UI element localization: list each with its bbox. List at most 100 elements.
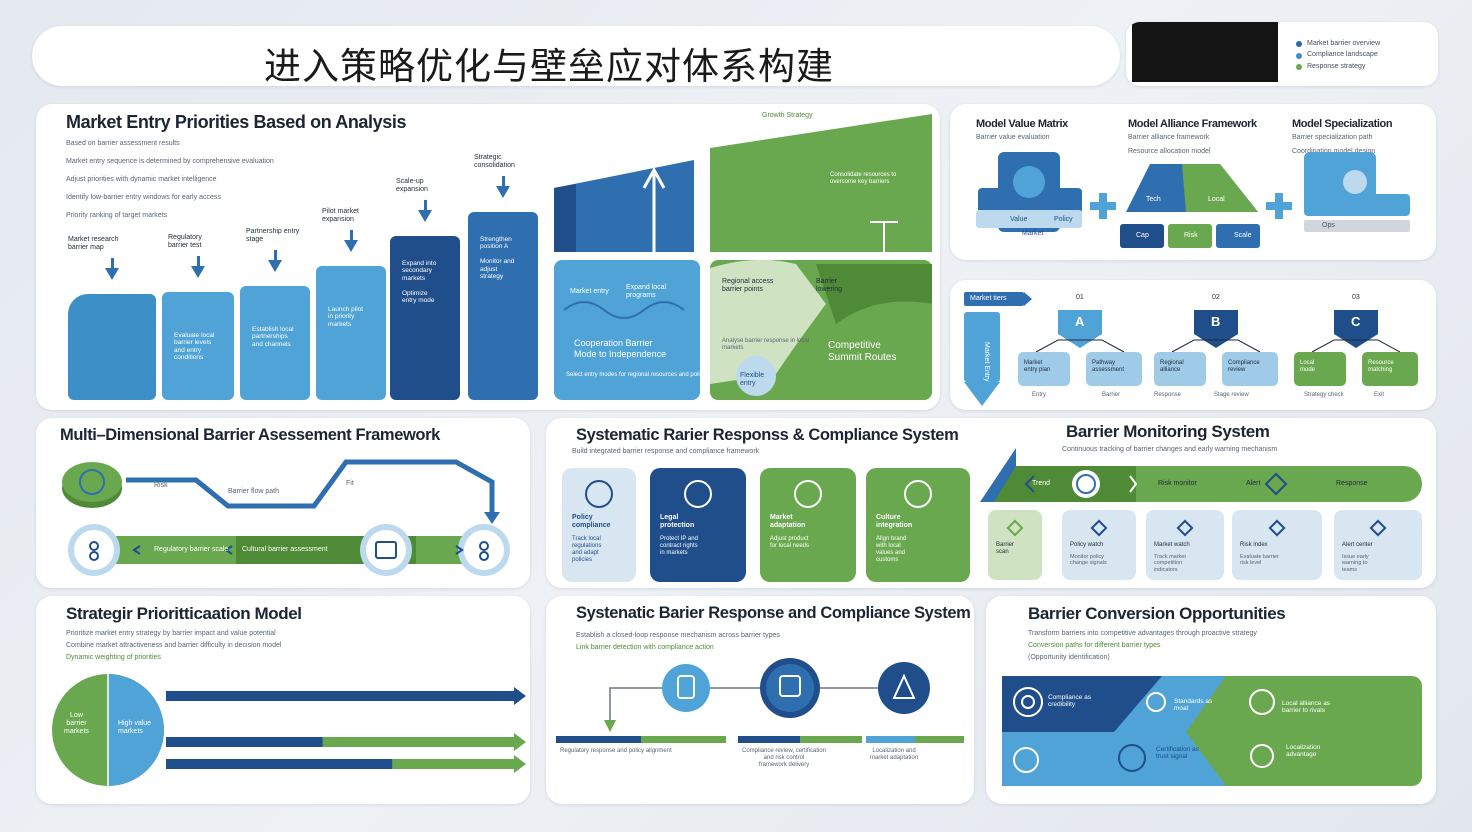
- conversion-graphics: [1002, 676, 1422, 786]
- decision-tag: 01: [1076, 294, 1084, 301]
- response-card-name: Policy compliance: [572, 514, 611, 530]
- decision-footer-label: Exit: [1374, 392, 1385, 398]
- model-header: Model Alliance Framework: [1128, 118, 1257, 130]
- multi-dim-bar-1: Regulatory barrier scale: [154, 546, 229, 553]
- prio-intro-line: Dynamic weighting of priorities: [66, 654, 161, 661]
- model-label: Value: [1010, 216, 1028, 223]
- down-arrow-icon: [344, 240, 358, 252]
- decision-left-label: Regional alliance: [1160, 360, 1184, 373]
- monitoring-graphics: [980, 448, 1422, 502]
- decision-footer-label: Response: [1154, 392, 1182, 398]
- monitor-card-name: Market watch: [1154, 542, 1190, 548]
- quad-label: Competitive Summit Routes: [828, 340, 897, 363]
- decision-node-shape: [1334, 310, 1378, 348]
- prio-intro-line: Combine market attractiveness and barrie…: [66, 642, 282, 649]
- response-card-body: Protect IP and contract rights in market…: [660, 536, 698, 556]
- decision-footer-label: Barrier: [1102, 392, 1121, 398]
- response-card-name: Market adaptation: [770, 514, 806, 530]
- quad-label: Cooperation Barrier Mode to Independence: [574, 338, 667, 359]
- prioritization-panel: Strategir Prioritticaation Model Priorit…: [36, 596, 530, 804]
- decision-footer-label: Entry: [1032, 392, 1047, 398]
- monitor-arrow-label: Response: [1336, 480, 1368, 487]
- model-subtitle: Barrier value evaluation: [976, 134, 1050, 141]
- r2-bar-accent: [915, 736, 964, 743]
- decision-letter: A: [1075, 314, 1085, 329]
- decision-tag: 03: [1352, 294, 1360, 301]
- quad-note: Analyse barrier response in local market…: [722, 338, 810, 351]
- response-subtitle: Build integrated barrier response and co…: [572, 448, 760, 455]
- prioritization-graphics: [52, 674, 526, 786]
- stair-caption: Strategic consolidation: [474, 154, 515, 170]
- response-card-body: Adjust product for local needs: [770, 536, 810, 549]
- stair-block: Evaluate local barrier levels and entry …: [162, 292, 234, 400]
- decision-box-left: [1294, 352, 1346, 386]
- decision-right-label: Compliance review: [1228, 360, 1260, 373]
- model-subline: Coordination model design: [1292, 148, 1376, 155]
- decision-graphics: [964, 292, 1418, 406]
- response-card-icon: [585, 480, 613, 508]
- prio-arrow-head: [514, 687, 526, 705]
- model-subtitle: Barrier alliance framework: [1128, 134, 1210, 141]
- model-header: Model Value Matrix: [976, 118, 1068, 130]
- model-label: Ops: [1322, 222, 1335, 229]
- model-label: Local: [1208, 196, 1225, 203]
- conv-intro-line: Conversion paths for different barrier t…: [1028, 642, 1161, 649]
- monitor-card-icon: [1006, 519, 1024, 537]
- decision-right-label: Resource matching: [1368, 360, 1394, 373]
- response-card-body: Align brand with local values and custom…: [876, 536, 907, 563]
- stair-block: Launch pilot in priority markets: [316, 266, 386, 400]
- down-arrow-icon: [191, 266, 205, 278]
- intro-line: Based on barrier assessment results: [66, 140, 180, 147]
- intro-line: Priority ranking of target markets: [66, 212, 168, 219]
- quad-label: Market entry: [570, 288, 609, 295]
- monitor-card-icon: [1176, 519, 1194, 537]
- quad-label: Flexible entry: [740, 372, 765, 388]
- conv-intro-line: (Opportunity identification): [1028, 654, 1110, 661]
- decision-footer-label: Stage review: [1214, 392, 1249, 398]
- intro-line: Market entry sequence is determined by c…: [66, 158, 274, 165]
- monitor-card-name: Policy watch: [1070, 542, 1104, 548]
- multi-dim-panel: Multi–Dimensional Barrier Asessement Fra…: [36, 418, 530, 588]
- legend-item: Response strategy: [1296, 63, 1380, 71]
- stair-text: Launch pilot in priority markets: [328, 306, 364, 328]
- model-label: Scale: [1234, 232, 1252, 239]
- r2-column-label: Compliance review, certification and ris…: [742, 748, 827, 768]
- response2-title: Systenatic Barier Response and Complianc…: [576, 604, 971, 622]
- stair-caption: Pilot market expansion: [322, 208, 359, 224]
- legend-item: Compliance landscape: [1296, 51, 1380, 59]
- monitor-card-icon: [1268, 519, 1286, 537]
- r2-bar-accent: [800, 736, 862, 743]
- monitor-card-icon: [1369, 519, 1387, 537]
- decision-box-right: [1222, 352, 1278, 386]
- legend-label: Market barrier overview: [1307, 40, 1381, 47]
- decision-branch: [1035, 339, 1125, 353]
- intro-line: Identify low-barrier entry windows for e…: [66, 194, 221, 201]
- page-title: 进入策略优化与壁垒应对体系构建: [264, 45, 834, 86]
- stair-text: Establish local partnerships and channel…: [252, 326, 294, 348]
- down-arrow-icon: [268, 260, 282, 272]
- decision-node-shape: [1058, 310, 1102, 348]
- r2-intro-line: Establish a closed-loop response mechani…: [576, 632, 780, 639]
- decision-right-label: Pathway assessment: [1092, 360, 1125, 373]
- market-entry-title: Market Entry Priorities Based on Analysi…: [66, 112, 407, 132]
- decision-letter: C: [1351, 314, 1361, 329]
- quad-note: Consolidate resources to overcome key ba…: [830, 172, 897, 185]
- response-card-icon: [904, 480, 932, 508]
- monitor-arrow-label: Trend: [1032, 480, 1051, 487]
- down-arrow-icon: [496, 186, 510, 198]
- conversion-item: Certification as trust signal: [1156, 746, 1199, 761]
- r2-column-label: Localization and market adaptation: [870, 748, 919, 761]
- pie-right-label: High value markets: [118, 720, 152, 736]
- model-label: Policy: [1054, 216, 1073, 223]
- model-label: Cap: [1136, 232, 1149, 239]
- response-card-icon: [794, 480, 822, 508]
- header-bar: 进入策略优化与壁垒应对体系构建: [32, 26, 1120, 86]
- arrow-stem: [349, 230, 353, 242]
- decision-tag: 02: [1212, 294, 1220, 301]
- growth-label: Growth Strategy: [762, 112, 813, 119]
- model-label: Tech: [1146, 196, 1161, 203]
- prio-arrow-fill: [392, 759, 514, 769]
- prio-arrow-fill: [322, 737, 514, 747]
